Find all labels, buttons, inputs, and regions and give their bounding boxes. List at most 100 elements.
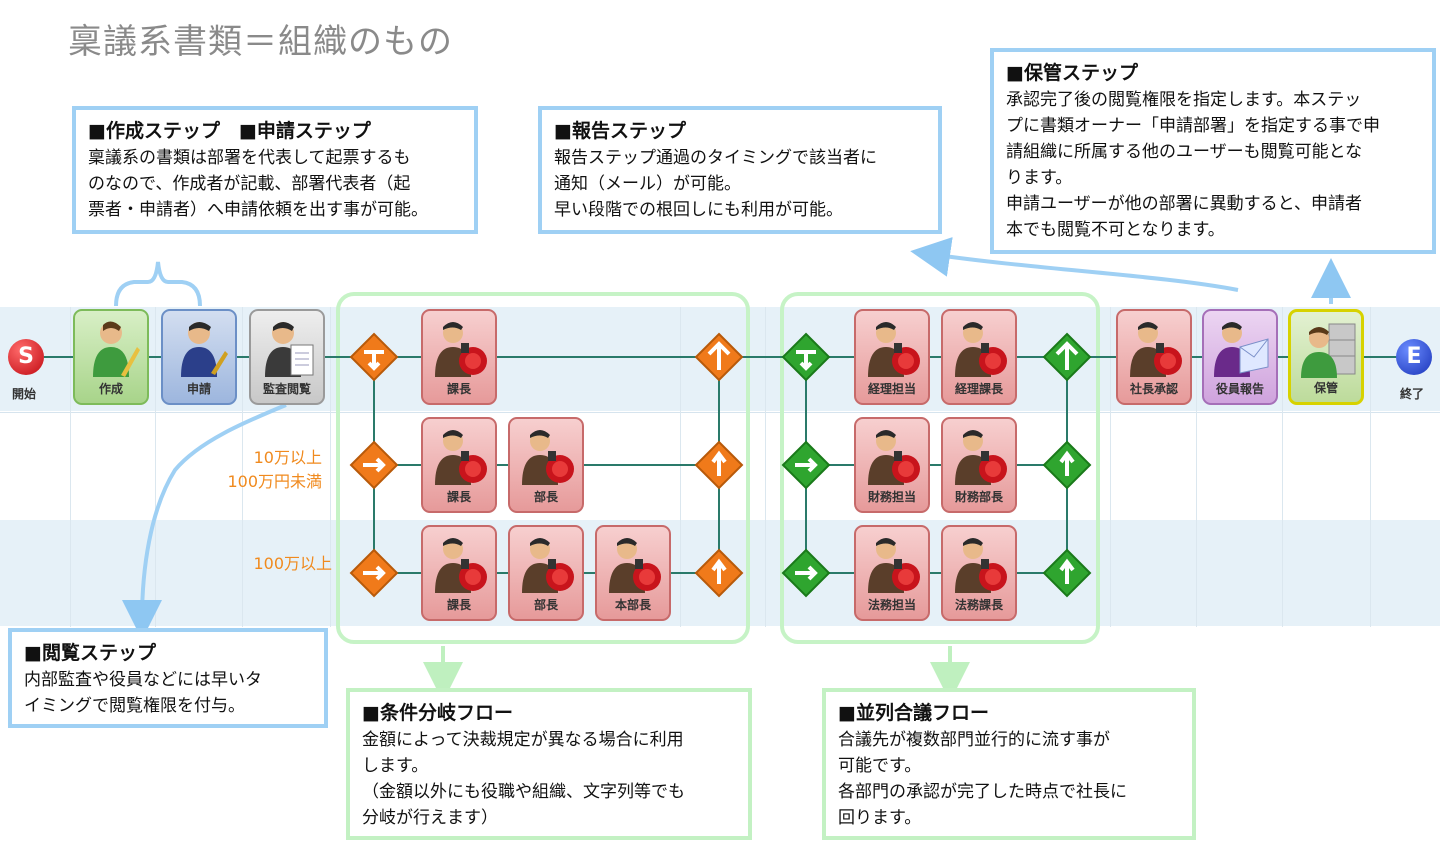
approver-node[interactable]: 財務部長 [941, 417, 1017, 513]
grid-line [1370, 307, 1371, 627]
grid-line [1196, 307, 1197, 627]
approver-node[interactable]: 本部長 [595, 525, 671, 621]
view-callout: ■閲覧ステップ 内部監査や役員などには早いタ イミングで閲覧権限を付与。 [8, 628, 328, 728]
condition-line: 10万以上 [253, 448, 322, 467]
callout-body: 承認完了後の閲覧権限を指定します。本ステッ プに書類オーナー「申請部署」を指定す… [1006, 90, 1380, 240]
node-label: 作成 [98, 382, 123, 396]
node-label: 課長 [446, 382, 471, 396]
node-label: 部長 [533, 490, 558, 504]
create-step-node[interactable]: 作成 [73, 309, 149, 405]
branch-group-frame [336, 292, 750, 644]
grid-line [70, 307, 71, 627]
node-label: 保管 [1313, 381, 1338, 395]
approver-stamp-icon [955, 322, 1007, 377]
create-apply-callout: ■作成ステップ ■申請ステップ 稟議系の書類は部署を代表して起票するも のなので… [72, 106, 478, 234]
parallel-arrow-diamond[interactable] [781, 548, 831, 598]
node-label: 部長 [533, 598, 558, 612]
approver-node[interactable]: 部長 [508, 525, 584, 621]
page-title: 稟議系書類＝組織のもの [68, 22, 453, 62]
approver-node[interactable]: 財務担当 [854, 417, 930, 513]
applicant-person-icon [181, 322, 228, 377]
approver-node[interactable]: 経理課長 [941, 309, 1017, 405]
node-label: 財務担当 [867, 490, 916, 504]
condition-line: 100万円未満 [227, 472, 322, 491]
node-label: 本部長 [614, 598, 651, 612]
president-approval-node[interactable]: 社長承認 [1116, 309, 1192, 405]
parallel-merge-diamond[interactable] [1042, 332, 1092, 382]
node-label: 財務部長 [954, 490, 1003, 504]
approver-node[interactable]: 経理担当 [854, 309, 930, 405]
report-callout: ■報告ステップ 報告ステップ通過のタイミングで該当者に 通知（メール）が可能。 … [538, 106, 942, 234]
storage-callout: ■保管ステップ 承認完了後の閲覧権限を指定します。本ステッ プに書類オーナー「申… [990, 48, 1436, 254]
branch-split-diamond[interactable] [349, 332, 399, 382]
approver-stamp-icon [868, 538, 920, 593]
callout-heading: ■作成ステップ ■申請ステップ [88, 120, 371, 142]
callout-body: 内部監査や役員などには早いタ イミングで閲覧権限を付与。 [24, 670, 262, 716]
callout-body: 報告ステップ通過のタイミングで該当者に 通知（メール）が可能。 早い段階での根回… [554, 148, 877, 220]
branch-up-diamond[interactable] [694, 440, 744, 490]
callout-body: 金額によって決裁規定が異なる場合に利用 します。 （金額以外にも役職や組織、文字… [362, 730, 685, 828]
approver-stamp-icon [868, 430, 920, 485]
callout-heading: ■閲覧ステップ [24, 642, 156, 664]
approver-stamp-icon [435, 322, 487, 377]
condition-label-high: 100万以上 [253, 554, 332, 573]
cabinet-person-icon [1301, 323, 1356, 378]
branch-merge-diamond[interactable] [694, 332, 744, 382]
parallel-up-diamond[interactable] [1042, 440, 1092, 490]
start-label: 開始 [12, 387, 37, 401]
grid-line [1110, 307, 1111, 627]
branch-arrow-diamond[interactable] [349, 440, 399, 490]
parallel-arrow-diamond[interactable] [781, 440, 831, 490]
approver-node[interactable]: 部長 [508, 417, 584, 513]
approver-stamp-icon [955, 538, 1007, 593]
approver-node[interactable]: 課長 [421, 309, 497, 405]
approver-stamp-icon [522, 430, 574, 485]
node-label: 課長 [446, 598, 471, 612]
approver-node[interactable]: 法務課長 [941, 525, 1017, 621]
reviewer-person-icon [265, 322, 314, 377]
parallel-group-frame [780, 292, 1100, 644]
callout-heading: ■条件分岐フロー [362, 702, 513, 724]
parallel-split-diamond[interactable] [781, 332, 831, 382]
callout-heading: ■並列合議フロー [838, 702, 989, 724]
condition-label-mid: 10万以上 100万円未満 [200, 446, 322, 494]
approver-node[interactable]: 課長 [421, 525, 497, 621]
branch-up-diamond[interactable] [694, 548, 744, 598]
branch-flow-callout: ■条件分岐フロー 金額によって決裁規定が異なる場合に利用 します。 （金額以外に… [346, 688, 752, 840]
approver-stamp-icon [1130, 322, 1182, 377]
callout-body: 稟議系の書類は部署を代表して起票するも のなので、作成者が記載、部署代表者（起 … [88, 148, 428, 220]
parallel-up-diamond[interactable] [1042, 548, 1092, 598]
node-label: 法務担当 [867, 598, 916, 612]
grid-line [330, 307, 331, 627]
node-label: 監査閲覧 [262, 382, 311, 396]
node-label: 経理担当 [867, 382, 916, 396]
branch-arrow-diamond[interactable] [349, 548, 399, 598]
grid-line [680, 307, 681, 627]
audit-view-step-node[interactable]: 監査閲覧 [249, 309, 325, 405]
approver-stamp-icon [868, 322, 920, 377]
apply-step-node[interactable]: 申請 [161, 309, 237, 405]
approver-node[interactable]: 法務担当 [854, 525, 930, 621]
node-label: 経理課長 [954, 382, 1003, 396]
parallel-flow-callout: ■並列合議フロー 合議先が複数部門並行的に流す事が 可能です。 各部門の承認が完… [822, 688, 1196, 840]
grid-line [1282, 307, 1283, 627]
writer-person-icon [93, 321, 140, 377]
start-node[interactable]: S [8, 339, 44, 375]
approver-stamp-icon [435, 430, 487, 485]
node-label: 課長 [446, 490, 471, 504]
node-label: 役員報告 [1215, 382, 1264, 396]
officer-report-node[interactable]: 役員報告 [1202, 309, 1278, 405]
callout-heading: ■報告ステップ [554, 120, 686, 142]
grid-line [155, 307, 156, 627]
storage-step-node[interactable]: 保管 [1288, 309, 1364, 405]
approver-node[interactable]: 課長 [421, 417, 497, 513]
node-label: 法務課長 [954, 598, 1003, 612]
callout-body: 合議先が複数部門並行的に流す事が 可能です。 各部門の承認が完了した時点で社長に… [838, 730, 1127, 828]
end-label: 終了 [1400, 387, 1425, 401]
end-node[interactable]: E [1396, 339, 1432, 375]
node-label: 申請 [186, 382, 211, 396]
callout-heading: ■保管ステップ [1006, 62, 1138, 84]
node-label: 社長承認 [1129, 382, 1178, 396]
approver-stamp-icon [435, 538, 487, 593]
mail-person-icon [1214, 322, 1269, 377]
